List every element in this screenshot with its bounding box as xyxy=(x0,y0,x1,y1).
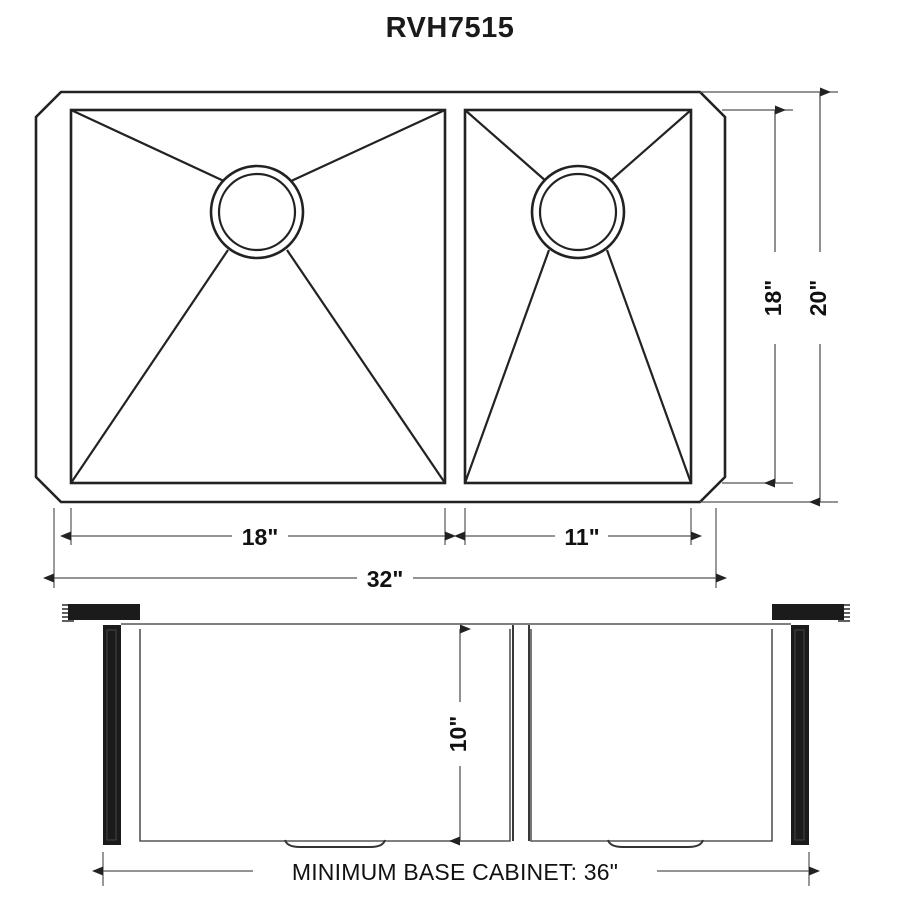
page-title: RVH7515 xyxy=(385,12,515,44)
right-bowl-rim xyxy=(463,108,693,485)
right-bowl-section xyxy=(530,629,773,842)
horizontal-dimensions: 18" 11" 32" xyxy=(43,508,727,595)
left-bowl-rim xyxy=(69,108,447,485)
vertical-dimensions: 18" 20" xyxy=(700,87,838,507)
dimension-label-overall-depth: 20" xyxy=(805,280,831,317)
left-cabinet-wall xyxy=(103,625,121,845)
dimension-label-overall-width: 32" xyxy=(367,566,404,592)
dimension-label-bowl-depth: 10" xyxy=(445,716,471,753)
right-countertop-hatch xyxy=(838,604,850,622)
right-countertop xyxy=(772,604,844,620)
right-drain-depression xyxy=(607,839,704,848)
dimension-label-right-bowl-width: 11" xyxy=(564,524,599,550)
left-countertop xyxy=(68,604,140,620)
front-section-view: 10" MINIMUM BASE CABINET: 36" xyxy=(62,604,850,888)
dimension-label-inner-depth: 18" xyxy=(760,280,786,317)
dimension-label-left-bowl-width: 18" xyxy=(242,524,279,550)
left-bowl-section xyxy=(139,629,511,842)
left-countertop-hatch xyxy=(62,604,74,622)
right-cabinet-wall xyxy=(791,625,809,845)
right-drain-inner-ring xyxy=(538,172,618,252)
sink-outer-rim xyxy=(34,90,727,504)
base-cabinet-note: MINIMUM BASE CABINET: 36" xyxy=(292,859,618,885)
right-bowl-slope-lines xyxy=(463,109,693,484)
left-drain-inner-ring xyxy=(217,172,297,252)
top-view xyxy=(34,90,727,504)
left-bowl-slope-lines xyxy=(70,109,446,484)
left-drain-depression xyxy=(284,839,386,848)
